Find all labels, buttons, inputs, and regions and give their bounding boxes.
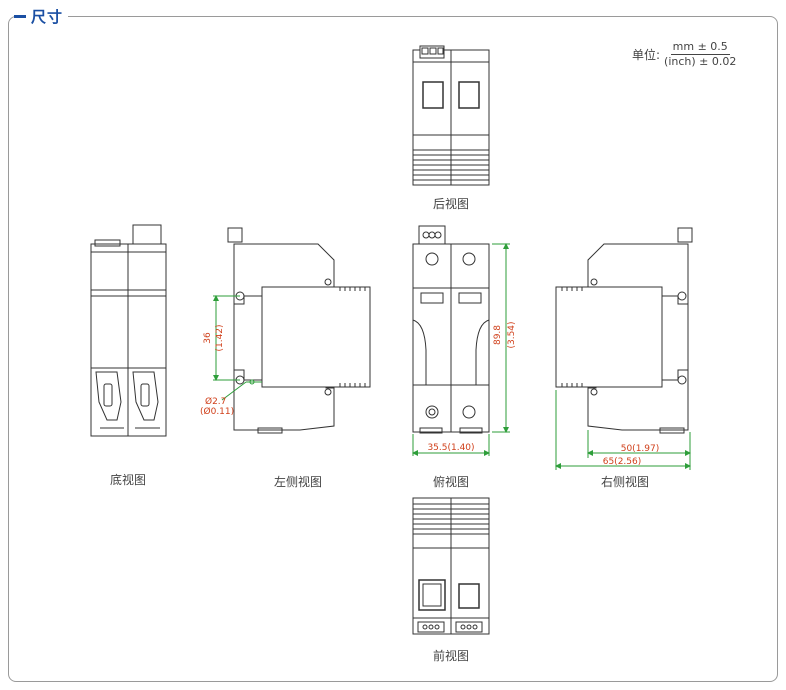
top-width: 35.5(1.40) bbox=[427, 443, 474, 453]
top-view-dimension bbox=[412, 243, 510, 456]
top-view-caption: 俯视图 bbox=[433, 474, 469, 489]
section-header: 尺寸 bbox=[26, 6, 69, 26]
left-height-mm: 36 bbox=[203, 332, 213, 344]
top-height-mm: 89.8 bbox=[493, 325, 503, 345]
left-side-dimension bbox=[213, 295, 262, 401]
bottom-view bbox=[90, 224, 167, 437]
right-side-view bbox=[555, 227, 693, 434]
units-numerator: mm ± 0.5 bbox=[670, 40, 730, 55]
title-dash bbox=[14, 15, 26, 18]
dimensions-frame bbox=[8, 16, 778, 682]
rear-view bbox=[412, 45, 490, 186]
left-side-view bbox=[227, 227, 371, 434]
units-label: 单位: bbox=[632, 48, 661, 62]
units-fraction: mm ± 0.5 (inch) ± 0.02 bbox=[664, 40, 736, 69]
right-width-inner: 50(1.97) bbox=[621, 444, 660, 454]
top-view bbox=[412, 225, 490, 434]
right-side-dimension bbox=[555, 390, 691, 470]
right-side-view-caption: 右侧视图 bbox=[601, 474, 649, 489]
section-title: 尺寸 bbox=[31, 7, 64, 26]
hole-diameter-mm: Ø2.7 bbox=[205, 396, 226, 407]
bottom-view-caption: 底视图 bbox=[110, 472, 146, 487]
units-denominator: (inch) ± 0.02 bbox=[664, 55, 737, 68]
rear-view-caption: 后视图 bbox=[433, 196, 469, 211]
units-note: 单位: mm ± 0.5 (inch) ± 0.02 bbox=[632, 40, 736, 69]
right-width-outer: 65(2.56) bbox=[603, 457, 642, 467]
front-view bbox=[412, 497, 490, 635]
front-view-caption: 前视图 bbox=[433, 648, 469, 663]
left-side-view-caption: 左侧视图 bbox=[274, 474, 322, 489]
top-height-in: (3.54) bbox=[507, 321, 517, 348]
hole-diameter-in: (Ø0.11) bbox=[200, 406, 234, 417]
left-height-in: (1.42) bbox=[215, 324, 225, 351]
